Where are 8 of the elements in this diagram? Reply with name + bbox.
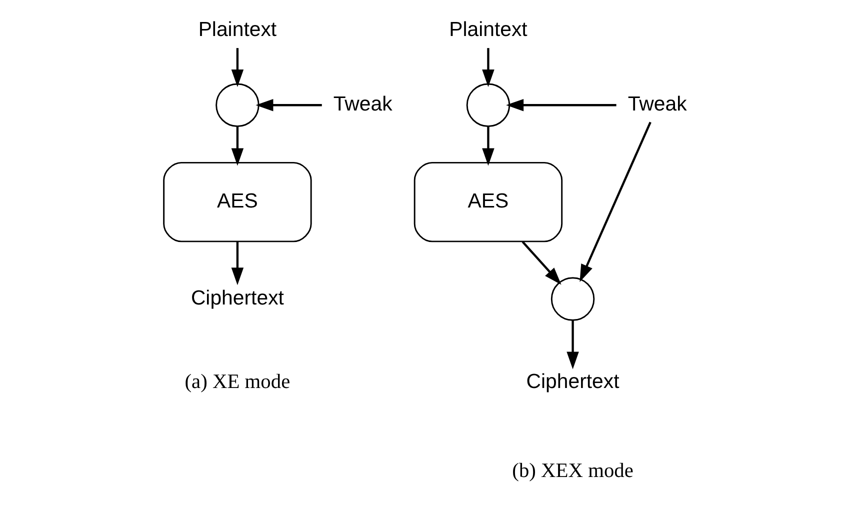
node-text: Plaintext (198, 19, 276, 42)
label: (b) XEX mode (512, 460, 633, 482)
label: (a) XE mode (184, 371, 290, 394)
node-text: Ciphertext (526, 371, 619, 394)
node-text: Tweak (627, 93, 686, 116)
node-text: Plaintext (448, 19, 527, 42)
node-text: Tweak (332, 93, 392, 116)
node-text: Ciphertext (190, 287, 284, 310)
